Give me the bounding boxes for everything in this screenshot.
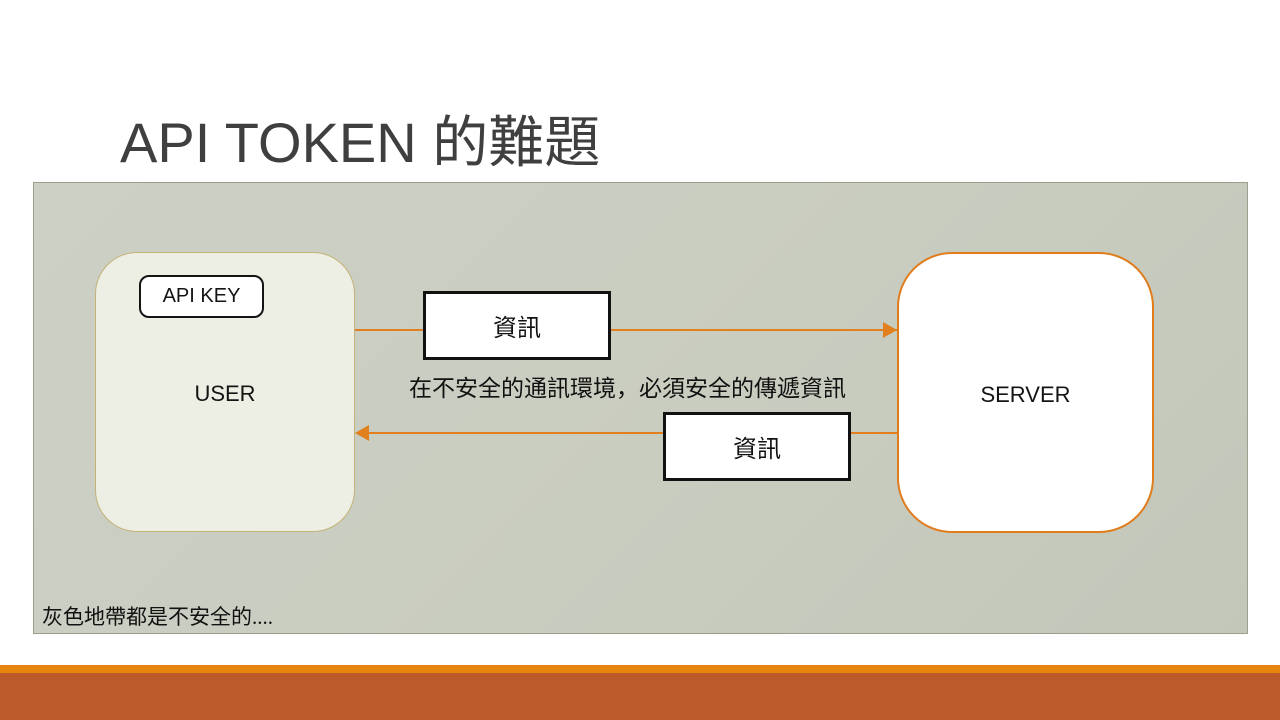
accent-bar-amber — [0, 665, 1280, 673]
gray-zone-footnote: 灰色地帶都是不安全的.... — [42, 605, 273, 629]
arrow-user-to-server — [355, 329, 897, 331]
api-key-label: API KEY — [162, 285, 241, 307]
info-request-label: 資訊 — [493, 316, 541, 342]
info-box-response: 資訊 — [663, 412, 851, 481]
server-label: SERVER — [980, 382, 1071, 407]
info-response-label: 資訊 — [733, 437, 781, 463]
info-box-request: 資訊 — [423, 291, 611, 360]
user-node: API KEY USER — [95, 252, 355, 532]
user-label: USER — [194, 381, 256, 406]
insecure-channel-caption: 在不安全的通訊環境，必須安全的傳遞資訊 — [409, 376, 846, 401]
accent-bar-rust — [0, 673, 1280, 720]
arrowhead-right-icon — [883, 322, 897, 338]
arrow-server-to-user — [357, 432, 897, 434]
arrowhead-left-icon — [355, 425, 369, 441]
server-node: SERVER — [897, 252, 1154, 533]
api-key-box: API KEY — [139, 275, 264, 318]
slide-title: API TOKEN 的難題 — [120, 111, 601, 174]
